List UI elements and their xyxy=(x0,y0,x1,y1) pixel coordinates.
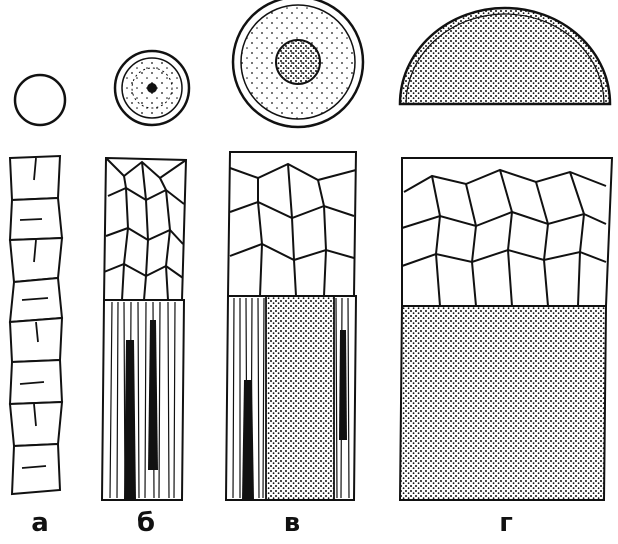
cross-section-g xyxy=(400,8,610,104)
cross-section-b xyxy=(115,51,189,125)
label-b: б xyxy=(126,508,166,538)
column-v xyxy=(226,152,356,500)
cross-section-v xyxy=(233,0,363,127)
column-b xyxy=(102,158,186,500)
label-v: в xyxy=(272,508,312,538)
cross-section-a xyxy=(15,75,65,125)
label-a: а xyxy=(20,508,60,538)
column-a xyxy=(10,156,62,494)
label-g: г xyxy=(486,508,526,538)
column-g xyxy=(400,158,612,500)
